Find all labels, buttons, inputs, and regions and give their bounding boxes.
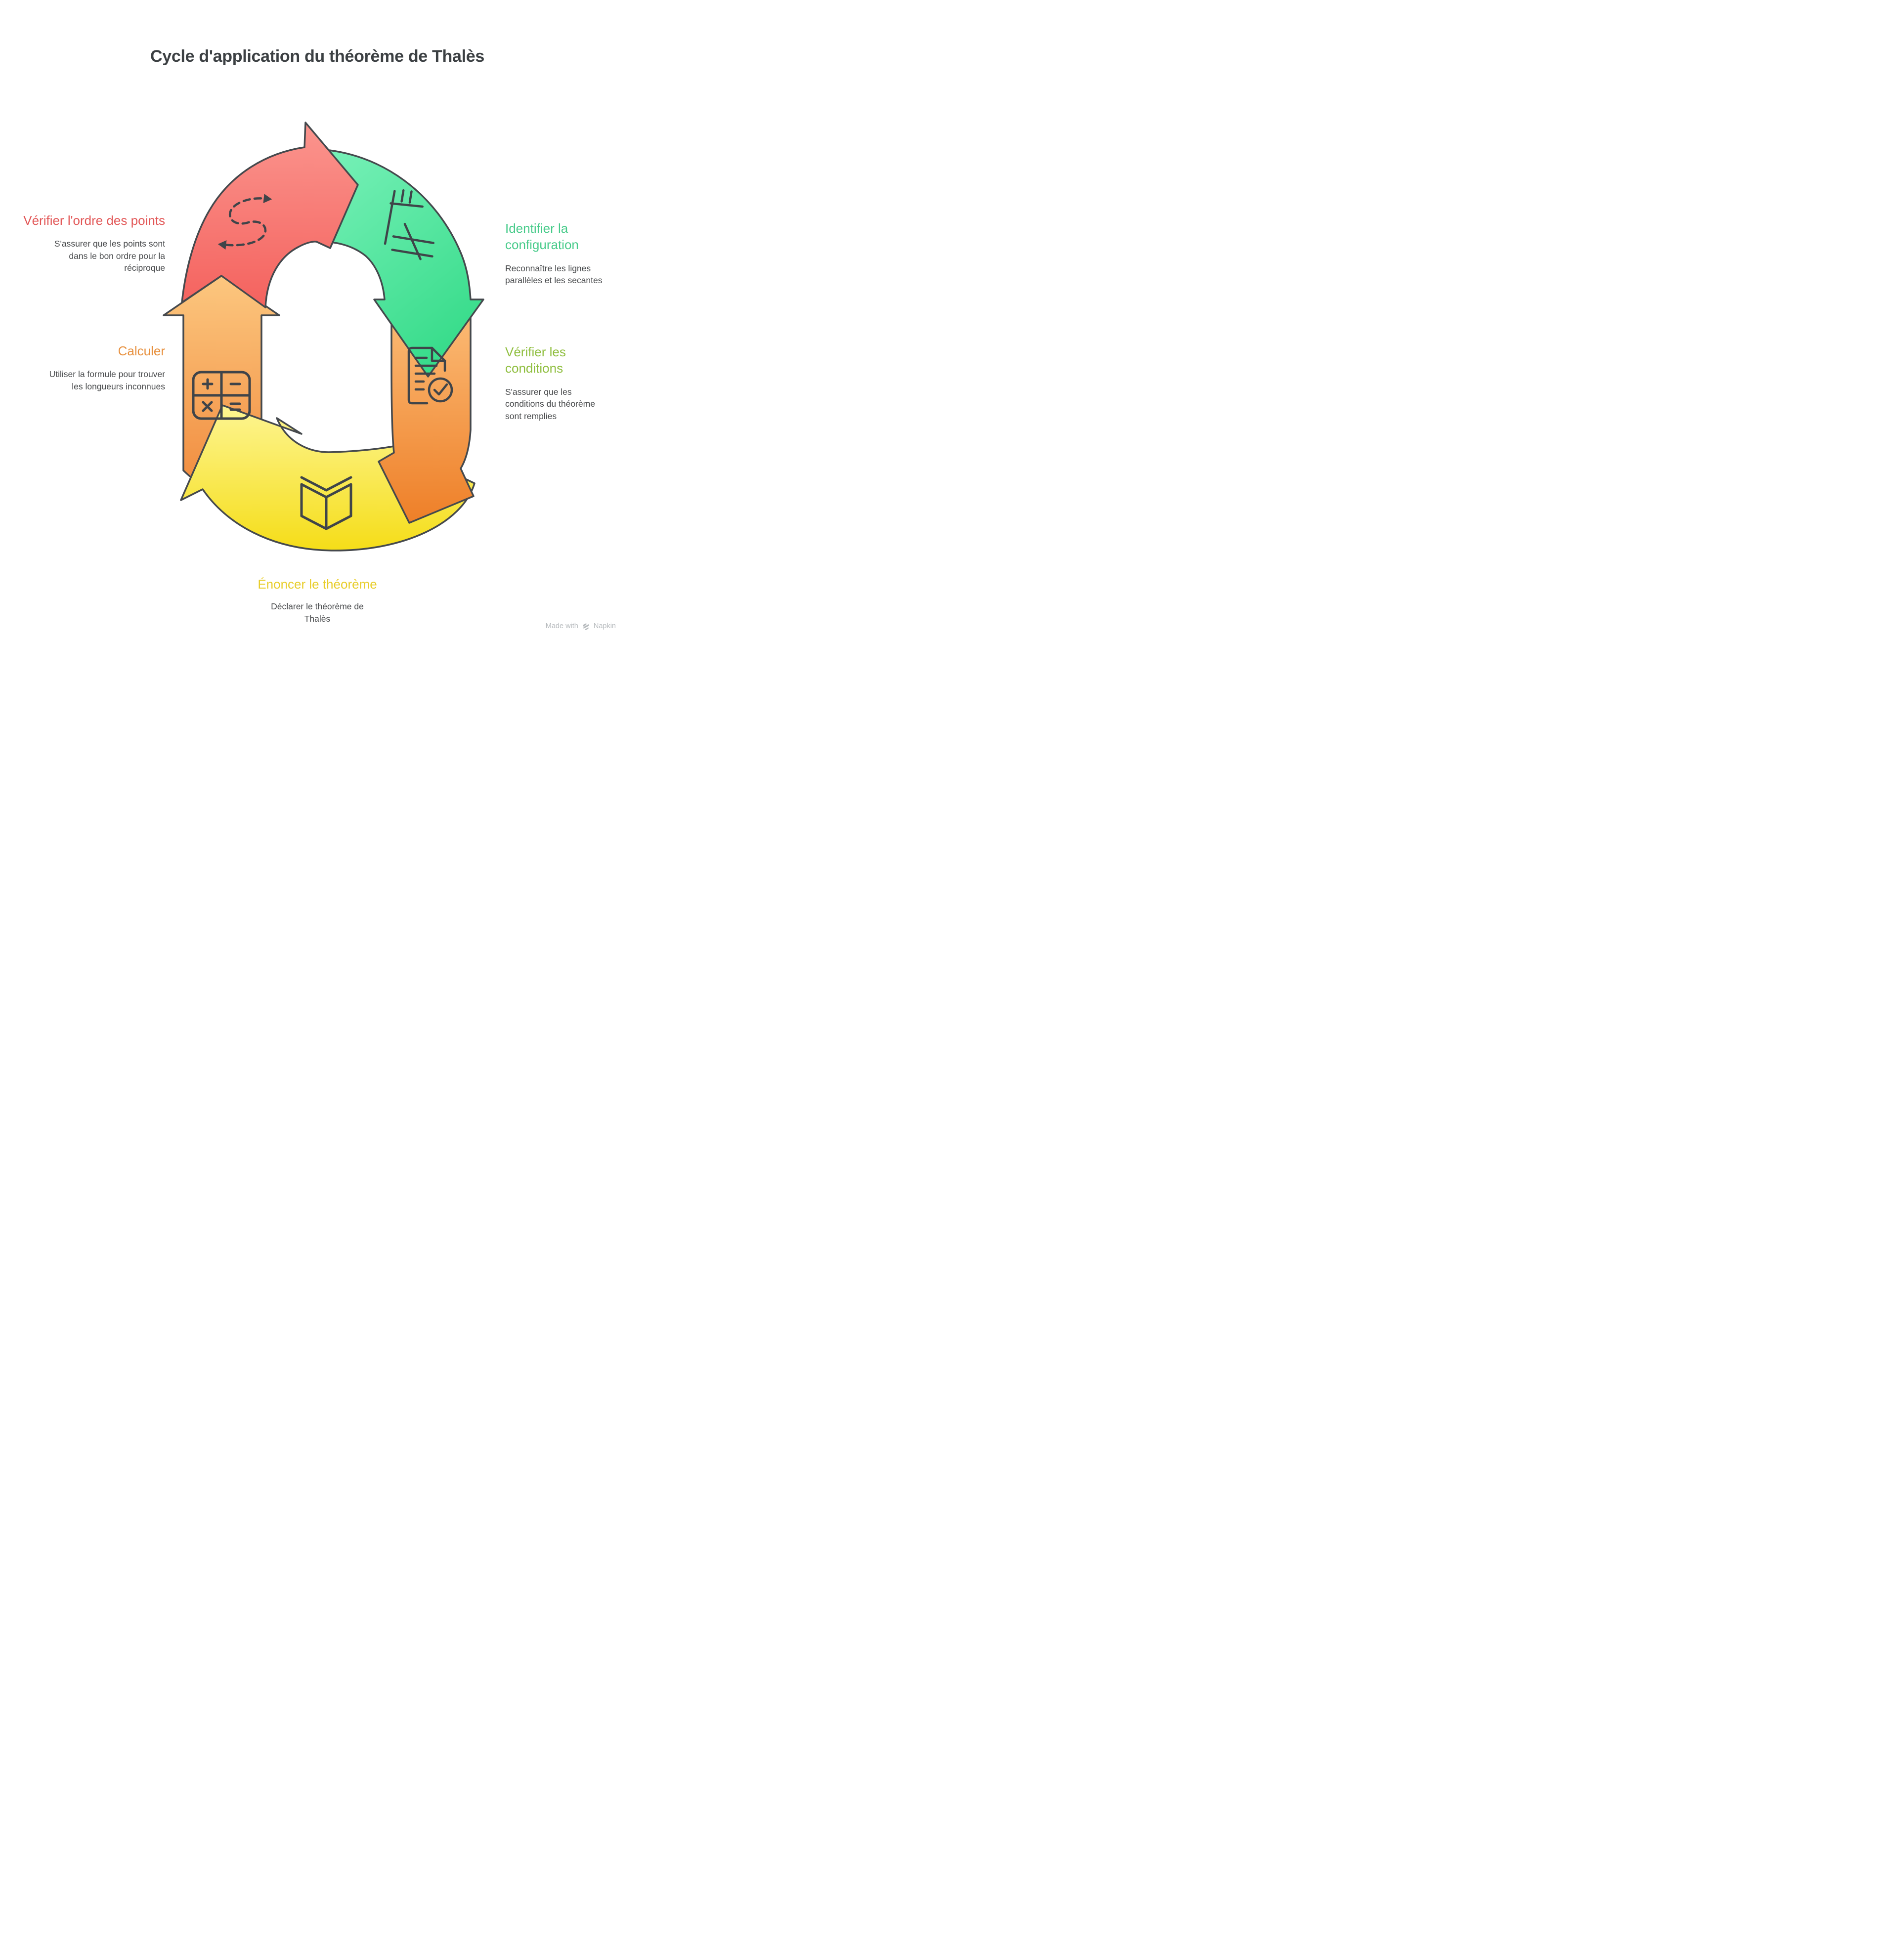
step-identifier-la-configuration: Identifier la configuration Reconnaître …	[505, 220, 629, 287]
step-calculer: Calculer Utiliser la formule pour trouve…	[49, 343, 165, 392]
s-curve-route-icon	[217, 194, 272, 250]
page-title: Cycle d'application du théorème de Thalè…	[150, 46, 484, 66]
napkin-logo-icon	[583, 623, 589, 630]
step-description-verifier-les-conditions: S'assurer que les conditions du théorème…	[505, 386, 595, 421]
calculator-icon	[192, 371, 251, 420]
watermark-prefix: Made with	[545, 622, 578, 630]
document-check-icon	[407, 346, 453, 405]
step-description-enoncer-le-theoreme: Déclarer le théorème de Thalès	[271, 601, 364, 624]
open-book-icon	[300, 476, 352, 530]
step-label-enoncer-le-theoreme: Énoncer le théorème	[258, 577, 377, 592]
step-description-calculer: Utiliser la formule pour trouver les lon…	[49, 369, 165, 391]
step-label-verifier-l-ordre-des-points: Vérifier l'ordre des points	[23, 213, 165, 228]
arrow-verifier-l-ordre-des-points	[181, 122, 359, 308]
step-label-calculer: Calculer	[118, 343, 165, 358]
thales-cycle-diagram: Cycle d'application du théorème de Thalè…	[0, 0, 635, 652]
parallel-secant-lines-icon	[384, 189, 434, 260]
watermark-brand: Napkin	[593, 622, 616, 630]
step-label-identifier-la-configuration: Identifier la configuration	[505, 221, 579, 253]
made-with-napkin-watermark: Made with Napkin	[546, 622, 616, 630]
step-label-verifier-les-conditions: Vérifier les conditions	[505, 344, 566, 376]
step-verifier-les-conditions: Vérifier les conditions S'assurer que le…	[505, 344, 611, 422]
arrow-identifier-la-configuration	[316, 148, 484, 378]
step-description-verifier-l-ordre-des-points: S'assurer que les points sont dans le bo…	[54, 239, 165, 273]
step-description-identifier-la-configuration: Reconnaître les lignes parallèles et les…	[505, 263, 603, 286]
step-enoncer-le-theoreme: Énoncer le théorème Déclarer le théorème…	[209, 576, 426, 625]
arrow-enoncer-le-theoreme	[180, 404, 476, 552]
cycle-arrows-graphic	[163, 122, 484, 552]
arrow-verifier-les-conditions	[378, 313, 475, 524]
step-verifier-l-ordre-des-points: Vérifier l'ordre des points S'assurer qu…	[17, 213, 165, 274]
